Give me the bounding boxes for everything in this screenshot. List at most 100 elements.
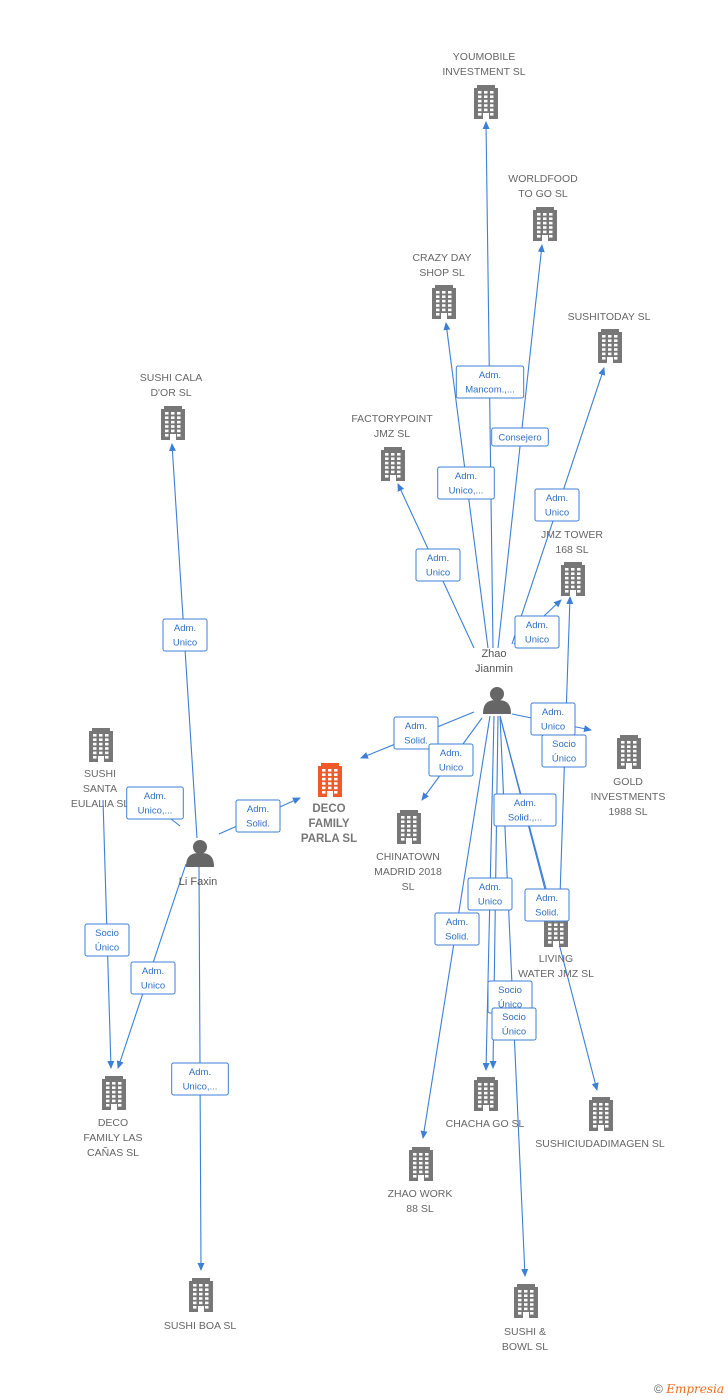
edge-label-text: Único <box>502 1027 526 1038</box>
node-sushiboa[interactable]: SUSHI BOA SL <box>164 1278 237 1332</box>
edge-label-text: Unico <box>545 508 569 519</box>
node-lifaxin[interactable]: Li Faxin <box>179 840 218 888</box>
building-icon <box>102 1076 126 1110</box>
node-sushiciudad[interactable]: SUSHICIUDADIMAGEN SL <box>535 1097 665 1150</box>
edge-label-lifaxin-sushisanta[interactable]: Adm. Unico,... <box>126 786 184 820</box>
edge-label-text: Solid. <box>404 736 428 747</box>
node-label: CHINATOWN <box>376 851 440 863</box>
node-worldfood[interactable]: WORLDFOOD TO GO SL <box>508 173 578 241</box>
node-label: SL <box>402 881 415 893</box>
node-label: WORLDFOOD <box>508 173 578 185</box>
edge-label-text: Unico <box>426 568 450 579</box>
edge-label-text: Unico,... <box>183 1082 218 1093</box>
node-label: GOLD <box>613 776 643 788</box>
edge-label-box <box>491 1007 537 1041</box>
edge-label-zhao-factorypoint[interactable]: Adm. Unico <box>415 548 461 582</box>
node-label: LIVING <box>539 953 573 965</box>
node-label: SUSHI BOA SL <box>164 1320 237 1332</box>
node-sushibowl[interactable]: SUSHI &BOWL SL <box>502 1284 548 1353</box>
edge-label-text: Unico <box>525 635 549 646</box>
node-label: ZHAO WORK <box>388 1188 453 1200</box>
edge-label-box <box>514 615 560 649</box>
building-icon <box>474 1077 498 1111</box>
edge-label-text: Adm. <box>514 798 536 809</box>
node-label: SUSHICIUDADIMAGEN SL <box>535 1138 665 1150</box>
edge-label-text: Adm. <box>144 791 166 802</box>
edge-label-text: Solid. <box>535 908 559 919</box>
building-icon <box>432 285 456 319</box>
edge-label-text: Consejero <box>498 433 541 444</box>
edge-label-zhao-sushiciudad[interactable]: Adm. Solid. <box>524 888 570 922</box>
edge-label-text: Único <box>95 943 119 954</box>
node-label: SUSHI <box>84 768 116 780</box>
building-icon <box>397 810 421 844</box>
node-label: CHACHA GO SL <box>446 1118 525 1130</box>
edge-label-zhao-worldfood[interactable]: Consejero <box>491 427 549 447</box>
edge-label-zhao-zhaowork[interactable]: Adm.Solid. <box>434 912 480 946</box>
brand-logo[interactable]: Empresia <box>666 1382 724 1396</box>
edge-label-box <box>84 923 130 957</box>
edge-label-text: Unico <box>173 638 197 649</box>
edge-label-text: Unico,... <box>138 806 173 817</box>
edge-label-lifaxin-sushicala[interactable]: Adm. Unico <box>162 618 208 652</box>
edge-label-text: Adm. <box>142 966 164 977</box>
edge-label-zhao-chinatown[interactable]: Adm.Unico <box>428 743 474 777</box>
edge-label-text: Solid.,... <box>508 813 542 824</box>
building-icon <box>474 85 498 119</box>
edge-label-box <box>524 888 570 922</box>
edge-label-zhao-decoparla[interactable]: Adm.Solid. <box>393 716 439 750</box>
person-icon <box>483 687 511 714</box>
node-decoparla[interactable]: DECO FAMILY PARLA SL <box>301 763 357 845</box>
edge-label-text: Adm. <box>536 893 558 904</box>
edge-label-lifaxin-decoparla[interactable]: Adm.Solid. <box>235 799 281 833</box>
edge-label-zhao-youmobile[interactable]: Adm.Mancom.,... <box>455 365 525 399</box>
edge-label-text: Adm. <box>479 882 501 893</box>
edge-label-box <box>126 786 184 820</box>
node-label: SUSHI & <box>504 1326 546 1338</box>
edge-label-text: Adm. <box>174 623 196 634</box>
edge-label-zhao-sushitoday[interactable]: Adm.Unico <box>534 488 580 522</box>
edge-label-zhao-jmztower[interactable]: Adm.Unico <box>514 615 560 649</box>
node-label: EULALIA SL <box>71 798 130 810</box>
node-chacha[interactable]: CHACHA GO SL <box>446 1077 525 1130</box>
edge-label-text: Adm. <box>427 553 449 564</box>
node-label: TO GO SL <box>518 188 568 200</box>
node-sushitoday[interactable]: SUSHITODAY SL <box>568 311 651 363</box>
node-label: YOUMOBILE <box>453 51 515 63</box>
node-label: PARLA SL <box>301 833 357 845</box>
edge-label-zhao-crazyday[interactable]: Adm.Unico,... <box>437 466 495 500</box>
edge-label-box <box>393 716 439 750</box>
node-label: FAMILY <box>308 818 349 830</box>
edge-label-box <box>428 743 474 777</box>
node-label: DECO <box>312 803 345 815</box>
edge-label-box <box>437 466 495 500</box>
edge-label-zhao-chacha[interactable]: Adm.Unico <box>467 877 513 911</box>
edge-label-text: Unico,... <box>449 486 484 497</box>
node-living[interactable]: LIVING WATER JMZ SL <box>518 913 594 980</box>
edge-label-lifaxin-sushiboa[interactable]: Adm.Unico,... <box>171 1062 229 1096</box>
edge-label-zhao-living[interactable]: Adm. Solid.,... <box>493 793 557 827</box>
node-label: INVESTMENTS <box>591 791 666 803</box>
edge-label-text: Solid. <box>246 819 270 830</box>
edge-label-text: Único <box>552 754 576 765</box>
edge-label-zhao-gold[interactable]: Adm.Unico <box>530 702 576 736</box>
building-icon <box>561 562 585 596</box>
node-label: WATER JMZ SL <box>518 968 594 980</box>
node-label: Zhao <box>481 648 506 660</box>
edge-label-lifaxin-decolas[interactable]: Adm.Unico <box>130 961 176 995</box>
node-label: JMZ SL <box>374 428 410 440</box>
